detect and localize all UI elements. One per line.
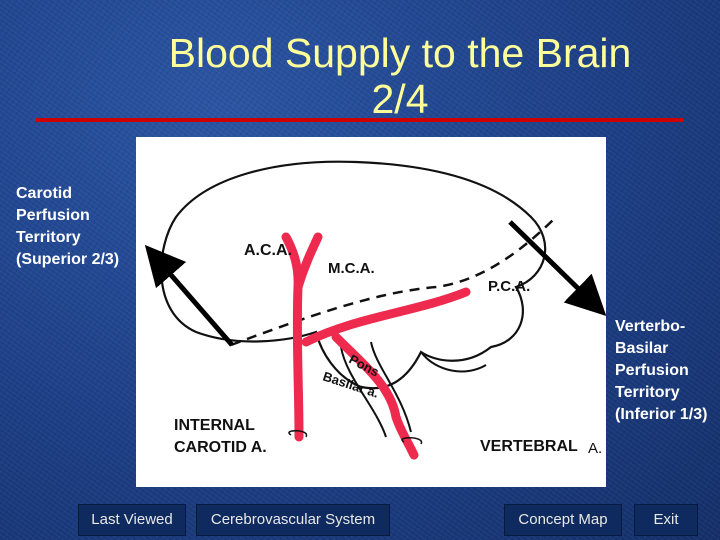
label-pca: P.C.A. bbox=[488, 278, 530, 295]
pca-artery bbox=[301, 287, 471, 347]
slide-title: Blood Supply to the Brain 2/4 bbox=[70, 30, 720, 122]
cerebrovascular-system-button[interactable]: Cerebrovascular System bbox=[196, 504, 390, 536]
cerebellum-outline bbox=[420, 351, 487, 373]
basilar-artery bbox=[331, 332, 419, 460]
title-underline bbox=[36, 118, 684, 122]
vertebrobasilar-territory-label: Verterbo- Basilar Perfusion Territory (I… bbox=[615, 318, 708, 423]
label-internal: INTERNAL bbox=[174, 417, 255, 434]
vertebral-loop bbox=[401, 437, 423, 445]
slide-title-line-2: 2/4 bbox=[371, 76, 429, 122]
territory-divider-line bbox=[230, 216, 557, 347]
label-mca: M.C.A. bbox=[328, 260, 375, 277]
brain-diagram: A.C.A. M.C.A. P.C.A. Pons Basilar a. INT… bbox=[136, 137, 606, 487]
mca-artery bbox=[293, 232, 323, 292]
last-viewed-button[interactable]: Last Viewed bbox=[78, 504, 186, 536]
label-vertebral-a: A. bbox=[588, 440, 602, 457]
carotid-loop bbox=[288, 430, 308, 438]
label-carotid: CAROTID A. bbox=[174, 439, 267, 456]
carotid-territory-label: Carotid Perfusion Territory (Superior 2/… bbox=[16, 185, 120, 268]
internal-carotid-artery bbox=[281, 232, 304, 442]
exit-button[interactable]: Exit bbox=[634, 504, 698, 536]
label-aca: A.C.A. bbox=[244, 242, 292, 259]
slide-title-line-1: Blood Supply to the Brain bbox=[168, 30, 632, 76]
brain-illustration: A.C.A. M.C.A. P.C.A. Pons Basilar a. INT… bbox=[160, 160, 602, 460]
label-vertebral: VERTEBRAL bbox=[480, 438, 578, 455]
concept-map-button[interactable]: Concept Map bbox=[504, 504, 622, 536]
brainstem-outline bbox=[340, 341, 412, 438]
